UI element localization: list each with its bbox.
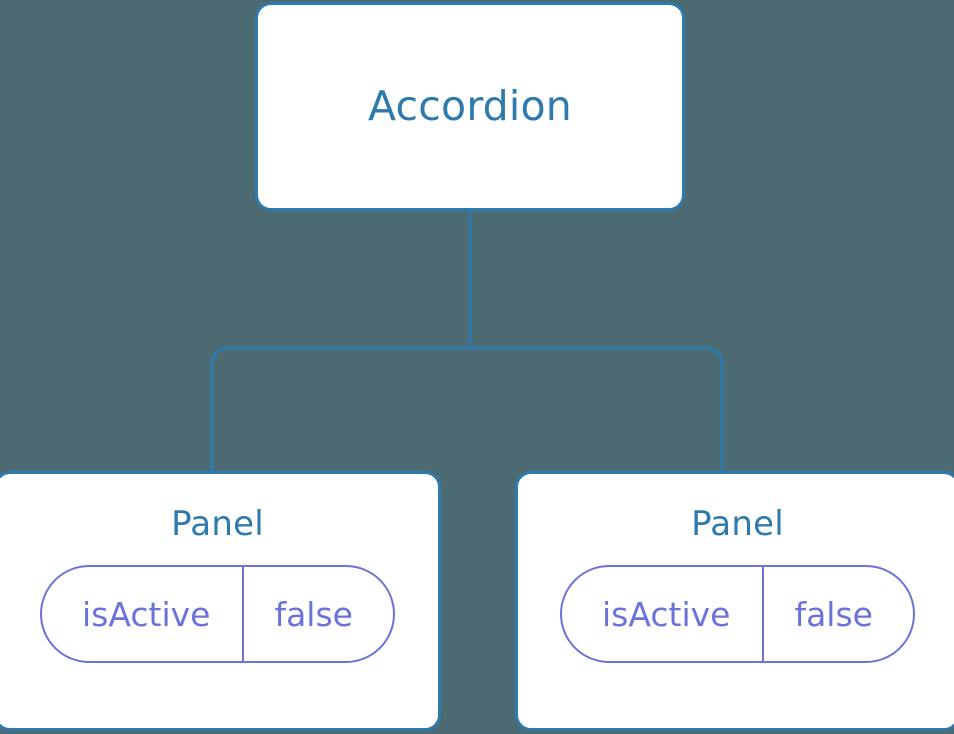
prop-key-1: isActive bbox=[82, 594, 211, 634]
edge-split-to-panel-right bbox=[470, 346, 724, 474]
node-panel-2[interactable]: Panel isActive false bbox=[515, 471, 954, 731]
prop-badge-isactive-2[interactable]: isActive false bbox=[560, 565, 915, 663]
node-accordion-label: Accordion bbox=[368, 82, 572, 130]
node-accordion[interactable]: Accordion bbox=[255, 2, 685, 211]
node-panel-2-label: Panel bbox=[691, 504, 784, 544]
prop-badge-isactive-1[interactable]: isActive false bbox=[40, 565, 395, 663]
prop-value-1: false bbox=[242, 567, 393, 661]
edge-split-to-panel-left bbox=[210, 346, 470, 474]
node-panel-1[interactable]: Panel isActive false bbox=[0, 471, 441, 731]
node-panel-1-label: Panel bbox=[171, 504, 264, 544]
prop-value-2: false bbox=[762, 567, 913, 661]
prop-key-2: isActive bbox=[602, 594, 731, 634]
